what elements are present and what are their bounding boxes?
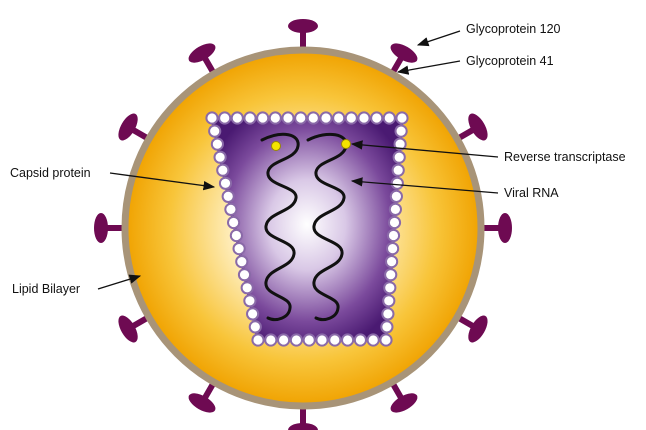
capsid-protein-bead bbox=[265, 334, 276, 345]
glycoprotein-120-head bbox=[388, 40, 421, 67]
capsid-protein-bead bbox=[320, 112, 331, 123]
capsid-protein-bead bbox=[394, 152, 405, 163]
capsid-protein-bead bbox=[209, 126, 220, 137]
capsid-protein-bead bbox=[244, 112, 255, 123]
capsid-protein-bead bbox=[308, 112, 319, 123]
capsid-protein-bead bbox=[282, 112, 293, 123]
capsid-protein-bead bbox=[368, 334, 379, 345]
capsid-protein-bead bbox=[333, 112, 344, 123]
capsid-protein-bead bbox=[232, 112, 243, 123]
capsid-protein-bead bbox=[358, 112, 369, 123]
capsid-protein-bead bbox=[380, 334, 391, 345]
label-glycoprotein-120: Glycoprotein 120 bbox=[466, 22, 561, 36]
capsid-protein-bead bbox=[231, 230, 242, 241]
label-lipid-bilayer: Lipid Bilayer bbox=[12, 282, 80, 296]
glycoprotein-120-head bbox=[115, 111, 142, 144]
capsid-protein-bead bbox=[247, 308, 258, 319]
capsid-protein-bead bbox=[291, 334, 302, 345]
glycoprotein-120-head bbox=[464, 111, 491, 144]
capsid-protein-bead bbox=[355, 334, 366, 345]
gp120-arrow bbox=[418, 31, 460, 45]
glycoprotein-120-head bbox=[186, 40, 219, 67]
capsid-protein-bead bbox=[236, 256, 247, 267]
capsid-protein-bead bbox=[382, 308, 393, 319]
capsid-protein-bead bbox=[242, 282, 253, 293]
capsid-protein-bead bbox=[278, 334, 289, 345]
capsid-protein-bead bbox=[396, 126, 407, 137]
capsid-protein-bead bbox=[215, 152, 226, 163]
capsid-protein-bead bbox=[391, 191, 402, 202]
reverse-transcriptase-enzyme-left bbox=[272, 142, 281, 151]
capsid-protein-bead bbox=[295, 112, 306, 123]
capsid-protein-bead bbox=[388, 230, 399, 241]
capsid-protein-bead bbox=[219, 112, 230, 123]
glycoprotein-120-head bbox=[388, 389, 421, 416]
capsid-protein-bead bbox=[244, 295, 255, 306]
capsid-protein-bead bbox=[390, 204, 401, 215]
glycoprotein-120-head bbox=[464, 313, 491, 346]
gp41-arrow bbox=[398, 61, 460, 72]
capsid-protein-bead bbox=[371, 112, 382, 123]
label-capsid-protein: Capsid protein bbox=[10, 166, 91, 180]
glycoprotein-120-head bbox=[498, 213, 512, 243]
reverse-transcriptase-enzyme-right bbox=[342, 140, 351, 149]
label-glycoprotein-41: Glycoprotein 41 bbox=[466, 54, 554, 68]
capsid-protein-bead bbox=[252, 334, 263, 345]
capsid-protein-bead bbox=[304, 334, 315, 345]
capsid-protein-bead bbox=[342, 334, 353, 345]
capsid-protein-bead bbox=[212, 139, 223, 150]
glycoprotein-120-head bbox=[186, 389, 219, 416]
capsid-protein-bead bbox=[389, 217, 400, 228]
capsid-protein-bead bbox=[228, 217, 239, 228]
label-viral-rna: Viral RNA bbox=[504, 186, 559, 200]
capsid-protein-bead bbox=[346, 112, 357, 123]
capsid-protein-bead bbox=[234, 243, 245, 254]
capsid-protein-bead bbox=[257, 112, 268, 123]
capsid-protein-bead bbox=[385, 269, 396, 280]
capsid-protein-bead bbox=[383, 295, 394, 306]
capsid-protein-bead bbox=[206, 112, 217, 123]
capsid-protein-bead bbox=[225, 204, 236, 215]
capsid-protein-bead bbox=[329, 334, 340, 345]
capsid-protein-bead bbox=[220, 178, 231, 189]
capsid-protein-bead bbox=[387, 243, 398, 254]
capsid-protein-bead bbox=[384, 282, 395, 293]
capsid-protein-bead bbox=[316, 334, 327, 345]
capsid-protein-bead bbox=[396, 112, 407, 123]
capsid-protein-bead bbox=[270, 112, 281, 123]
capsid-protein-bead bbox=[393, 165, 404, 176]
glycoprotein-120-head bbox=[288, 19, 318, 33]
capsid-protein-bead bbox=[381, 321, 392, 332]
capsid-protein-bead bbox=[223, 191, 234, 202]
glycoprotein-120-head bbox=[115, 313, 142, 346]
capsid-protein-bead bbox=[217, 165, 228, 176]
capsid-protein-bead bbox=[392, 178, 403, 189]
glycoprotein-120-head bbox=[94, 213, 108, 243]
capsid-protein-bead bbox=[384, 112, 395, 123]
capsid-protein-bead bbox=[386, 256, 397, 267]
capsid-protein-bead bbox=[250, 321, 261, 332]
label-reverse-transcriptase: Reverse transcriptase bbox=[504, 150, 626, 164]
glycoprotein-120-head bbox=[288, 423, 318, 430]
capsid-protein-bead bbox=[239, 269, 250, 280]
